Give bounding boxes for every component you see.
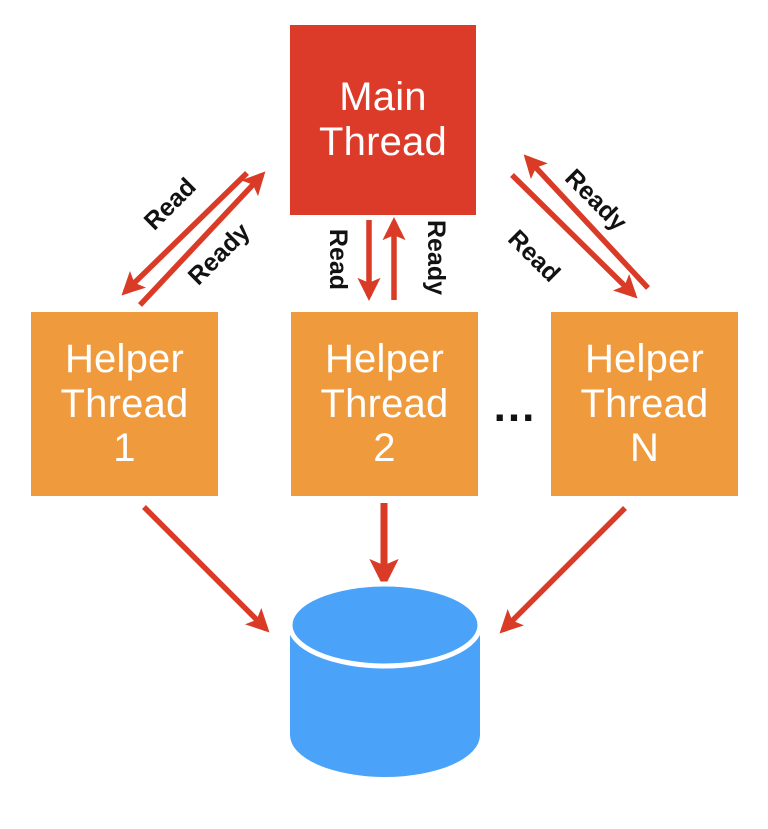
- edge-label-main-to-helpern-read: Read: [502, 224, 566, 288]
- edge-helpern-to-datastore: [499, 506, 627, 634]
- edge-label-helper1-to-main-ready: Ready: [182, 217, 256, 291]
- edge-helper1-to-datastore: [142, 505, 270, 633]
- node-helper-thread-1[interactable]: Helper Thread 1: [31, 312, 218, 496]
- datastore-cylinder: [287, 581, 483, 777]
- node-helper-thread-n[interactable]: Helper Thread N: [551, 312, 738, 496]
- edge-label-helpern-to-main-ready: Ready: [559, 163, 633, 237]
- node-main-thread[interactable]: Main Thread: [290, 25, 476, 215]
- edge-label-main-to-helper2-read: Read: [324, 228, 353, 291]
- edge-label-main-to-helper1-read: Read: [138, 172, 202, 236]
- ellipsis-omitted-threads: ...: [493, 382, 537, 431]
- node-helper-thread-2[interactable]: Helper Thread 2: [291, 312, 478, 496]
- edge-label-helper2-to-main-ready: Ready: [422, 219, 451, 296]
